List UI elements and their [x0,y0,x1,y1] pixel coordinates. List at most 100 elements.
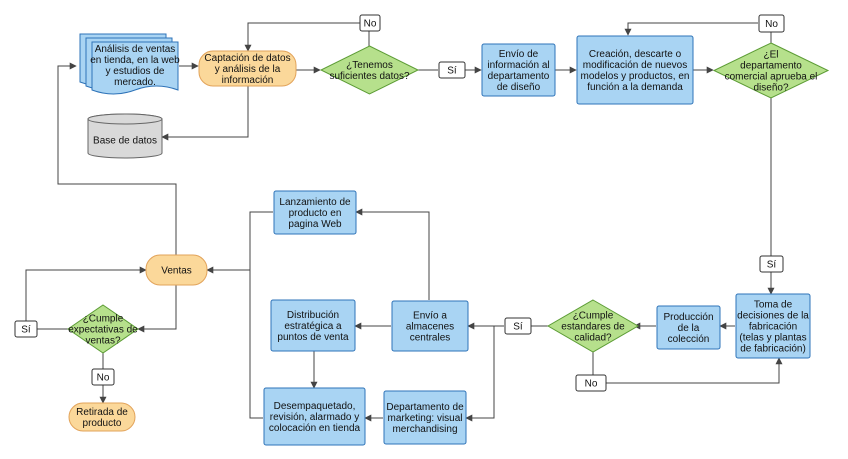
produccion-shape [656,305,721,350]
lbl-no4-shape [91,368,115,386]
d-datos-text: suficientes datos? [329,71,409,82]
conn-stores-ventas [249,211,273,419]
captacion-text: información [222,75,274,86]
lanzamiento-text: pagina Web [288,219,342,230]
d-expect-shape [67,304,139,354]
lbl-si3-shape [504,317,532,335]
lanzamiento-shape [273,190,357,235]
lbl-si4-text: Sí [21,325,31,336]
retirada-shape [68,402,136,432]
marketing-text: merchandising [392,424,457,435]
d-aprueba-text: departamento [740,61,802,72]
conn-captacion-database [161,86,249,141]
creacion-text: modelos y productos, en [581,71,690,82]
ventas-text: Ventas [161,266,192,277]
d-aprueba-text: comercial aprueba el [725,72,818,83]
distribucion-text: Distribución [287,310,339,321]
d-expect-text: ¿Cumple [83,314,124,325]
conn-si-marketing [465,326,495,422]
conn-no-creacion [624,22,758,36]
lbl-no3-shape [575,374,607,392]
distribucion-text: puntos de venta [277,332,349,343]
envio-diseno-text: departamento [488,71,550,82]
envio-alm-text: almacenes [406,322,454,333]
retirada-text: Retirada de [76,407,128,418]
envio-diseno-text: Envío de [499,49,539,60]
toma-text: de fabricación) [740,344,806,355]
document-page [91,41,179,95]
node-desempaquetado: Desempaquetado,revisión, alarmado ycoloc… [263,387,366,446]
d-calidad-text: calidad? [574,333,612,344]
database-text: Base de datos [93,136,157,147]
lbl-no4-text: No [97,373,110,384]
envio-diseno-text: de diseño [497,82,541,93]
creacion-text: modificación de nuevos [583,60,688,71]
toma-text: Toma de [754,300,793,311]
database-top [87,113,163,125]
creacion-shape [576,35,694,105]
toma-shape [735,293,811,359]
lbl-si1-text: Sí [447,66,457,77]
produccion-text: Producción [663,312,713,323]
lbl-no2-shape [758,14,785,33]
document-text: Análisis de ventas [95,44,176,55]
lanzamiento-text: producto en [289,208,342,219]
lbl-si2-text: Sí [767,260,777,271]
connectors [25,22,783,422]
node-database: Base de datos [87,113,163,159]
d-aprueba-shape [712,42,830,99]
lbl-no3-text: No [585,379,598,390]
lbl-no1-shape [359,14,381,32]
ventas-shape [145,254,208,286]
desempaquetado-text: colocación en tienda [269,423,361,434]
envio-alm-text: centrales [410,333,451,344]
node-lbl-no2: No [758,14,785,33]
captacion-text: Captación de datos [204,53,290,64]
d-expect-text: expectativas de [68,325,138,336]
envio-alm-shape [391,300,469,352]
d-datos-text: ¿Tenemos [346,60,393,71]
d-datos-shape [319,45,420,95]
d-aprueba-text: ¿El [764,50,779,61]
desempaquetado-text: revisión, alarmado y [270,412,359,423]
lbl-si4-shape [14,320,38,338]
d-calidad-text: ¿Cumple [573,311,614,322]
conn-ventas-document [57,62,177,255]
lbl-no2-text: No [765,19,778,30]
d-aprueba-text: diseño? [753,83,788,94]
toma-text: fabricación [749,322,797,333]
node-lbl-no4: No [91,368,115,386]
envio-diseno-shape [481,43,556,97]
desempaquetado-shape [263,387,366,446]
node-lbl-no3: No [575,374,607,392]
produccion-text: colección [668,334,710,345]
d-calidad-shape [547,299,639,353]
toma-text: decisiones de la [737,311,809,322]
envio-alm-text: Envío a [413,311,447,322]
document-text: y estudios de [106,66,165,77]
captacion-text: y análisis de la [215,64,281,75]
retirada-text: producto [83,418,122,429]
distribucion-text: estratégica a [284,321,342,332]
conn-si-ventas [25,266,147,321]
node-lbl-si2: Sí [759,255,784,273]
document-text: en tienda, en la web [90,55,180,66]
lbl-si3-text: Sí [513,322,523,333]
envio-diseno-text: información al [487,60,549,71]
d-expect-text: ventas? [85,336,120,347]
node-lbl-si1: Sí [438,61,466,79]
lbl-si1-shape [438,61,466,79]
